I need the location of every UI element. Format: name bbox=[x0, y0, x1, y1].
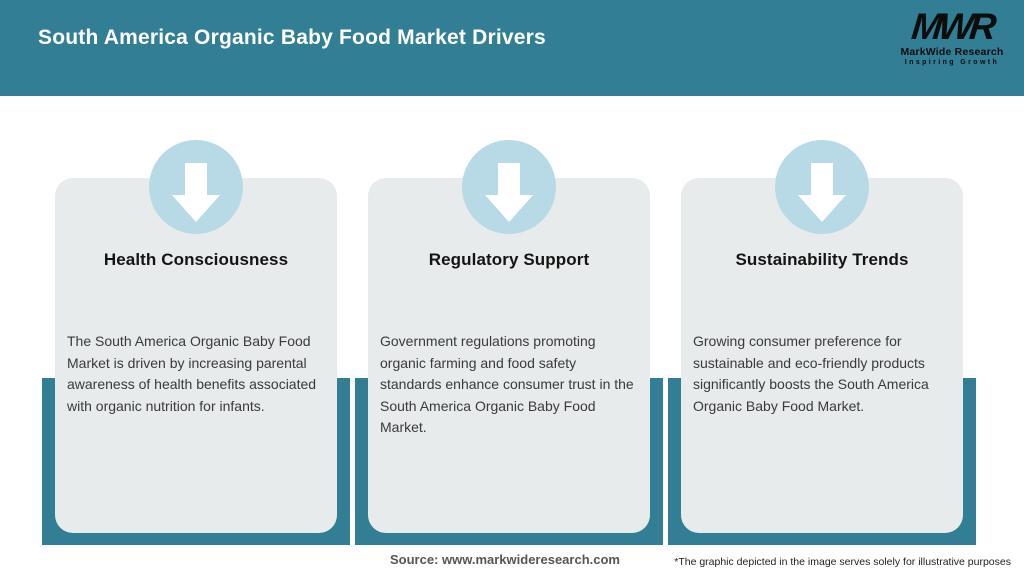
logo-mwr-icon: MWR bbox=[909, 6, 995, 47]
driver-card: Sustainability Trends Growing consumer p… bbox=[681, 178, 963, 533]
down-arrow-icon bbox=[462, 140, 556, 234]
card-title: Regulatory Support bbox=[428, 250, 590, 269]
card-title: Health Consciousness bbox=[103, 250, 289, 269]
down-arrow-icon bbox=[775, 140, 869, 234]
disclaimer-note: *The graphic depicted in the image serve… bbox=[674, 556, 1011, 568]
page-title: South America Organic Baby Food Market D… bbox=[38, 26, 546, 49]
logo-tagline: Inspiring Growth bbox=[904, 59, 1000, 66]
driver-card: Regulatory Support Government regulation… bbox=[368, 178, 650, 533]
down-arrow-icon bbox=[149, 140, 243, 234]
header-bar: South America Organic Baby Food Market D… bbox=[0, 0, 1024, 96]
card-body-text: Government regulations promoting organic… bbox=[380, 333, 634, 435]
logo-company-name: MarkWide Research bbox=[900, 46, 1004, 58]
source-credit: Source: www.markwideresearch.com bbox=[389, 552, 620, 567]
brand-logo: MWR MarkWide Research Inspiring Growth bbox=[892, 6, 1012, 66]
card-title: Sustainability Trends bbox=[735, 250, 909, 269]
driver-card: Health Consciousness The South America O… bbox=[55, 178, 337, 533]
card-body-text: The South America Organic Baby Food Mark… bbox=[67, 333, 317, 414]
card-body-text: Growing consumer preference for sustaina… bbox=[693, 333, 929, 414]
